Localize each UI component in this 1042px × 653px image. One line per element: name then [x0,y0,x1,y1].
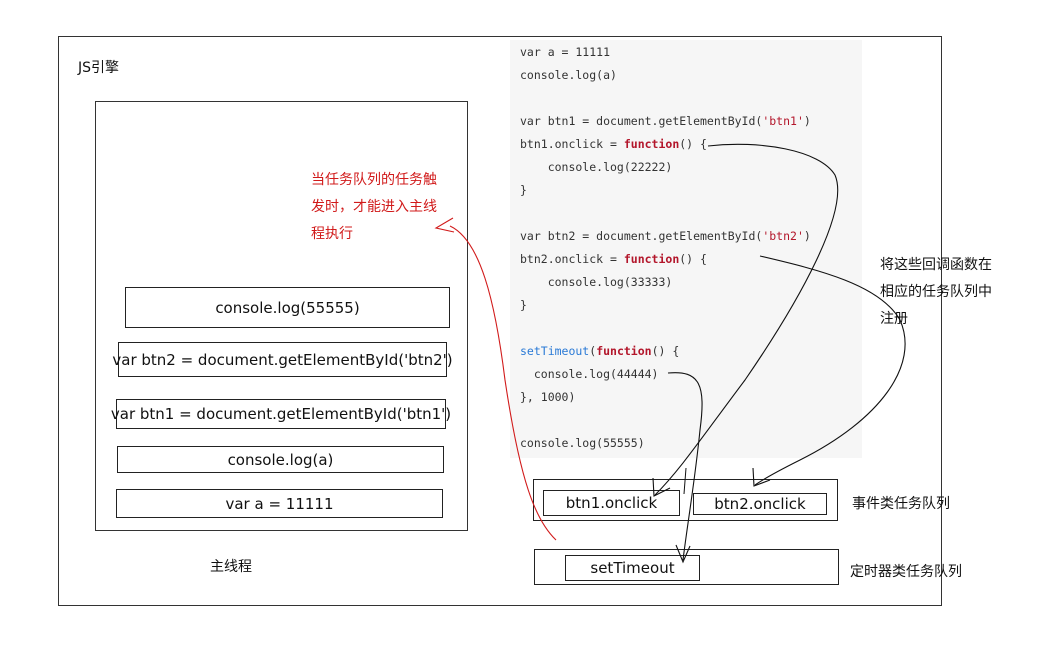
code-line-4: btn1.onclick = function() { [520,137,707,151]
stack-item-var-btn1: var btn1 = document.getElementById('btn1… [111,399,451,429]
code-panel [510,40,862,458]
arrow-red-head [434,217,455,233]
stack-item-var-a: var a = 11111 [116,489,443,518]
event-queue-label: 事件类任务队列 [852,496,950,512]
code-line-13: }, 1000) [520,390,576,404]
js-engine-frame [58,36,942,606]
arrow-btn1-to-queue [654,143,839,496]
code-line-2: console.log(a) [520,68,617,82]
code-line-12: console.log(44444) [520,367,659,381]
code-line-8: btn2.onclick = function() { [520,252,707,266]
arrow-btn2-to-queue [754,255,906,486]
stack-item-console-log-55555: console.log(55555) [125,287,450,328]
code-line-7: var btn2 = document.getElementById('btn2… [520,229,811,243]
engine-label: JS引擎 [78,60,120,76]
code-line-14: console.log(55555) [520,436,645,450]
code-line-1: var a = 11111 [520,45,611,59]
code-line-10: } [520,298,527,312]
arrow-queue-to-main-thread [449,225,557,541]
event-queue-item-btn2: btn2.onclick [693,493,827,515]
stack-item-console-log-a: console.log(a) [117,446,444,473]
note-line-2: 发时，才能进入主线 [311,199,437,215]
arrow-btn2-head [752,467,771,487]
timer-queue-label: 定时器类任务队列 [850,564,962,580]
code-line-5: console.log(22222) [520,160,673,174]
event-queue-item-btn1: btn1.onclick [543,490,680,516]
register-line-1: 将这些回调函数在 [880,257,992,273]
code-line-6: } [520,183,527,197]
code-line-11: setTimeout(function() { [520,344,680,358]
arrow-settimeout-to-queue [667,372,703,561]
code-line-9: console.log(33333) [520,275,673,289]
code-line-3: var btn1 = document.getElementById('btn1… [520,114,811,128]
note-line-1: 当任务队列的任务触 [311,172,437,188]
main-thread-box [95,101,468,531]
register-note: 将这些回调函数在 相应的任务队列中 注册 [880,252,992,333]
register-line-2: 相应的任务队列中 [880,284,992,300]
arrow-settimeout-extra [683,467,687,495]
timer-queue-item-settimeout: setTimeout [565,555,700,581]
stack-item-var-btn2: var btn2 = document.getElementById('btn2… [112,342,453,377]
main-thread-note: 当任务队列的任务触 发时，才能进入主线 程执行 [311,167,437,248]
arrow-btn1-head [652,477,671,497]
note-line-3: 程执行 [311,226,353,242]
arrow-settimeout-head [675,544,691,564]
main-thread-label: 主线程 [210,559,252,575]
